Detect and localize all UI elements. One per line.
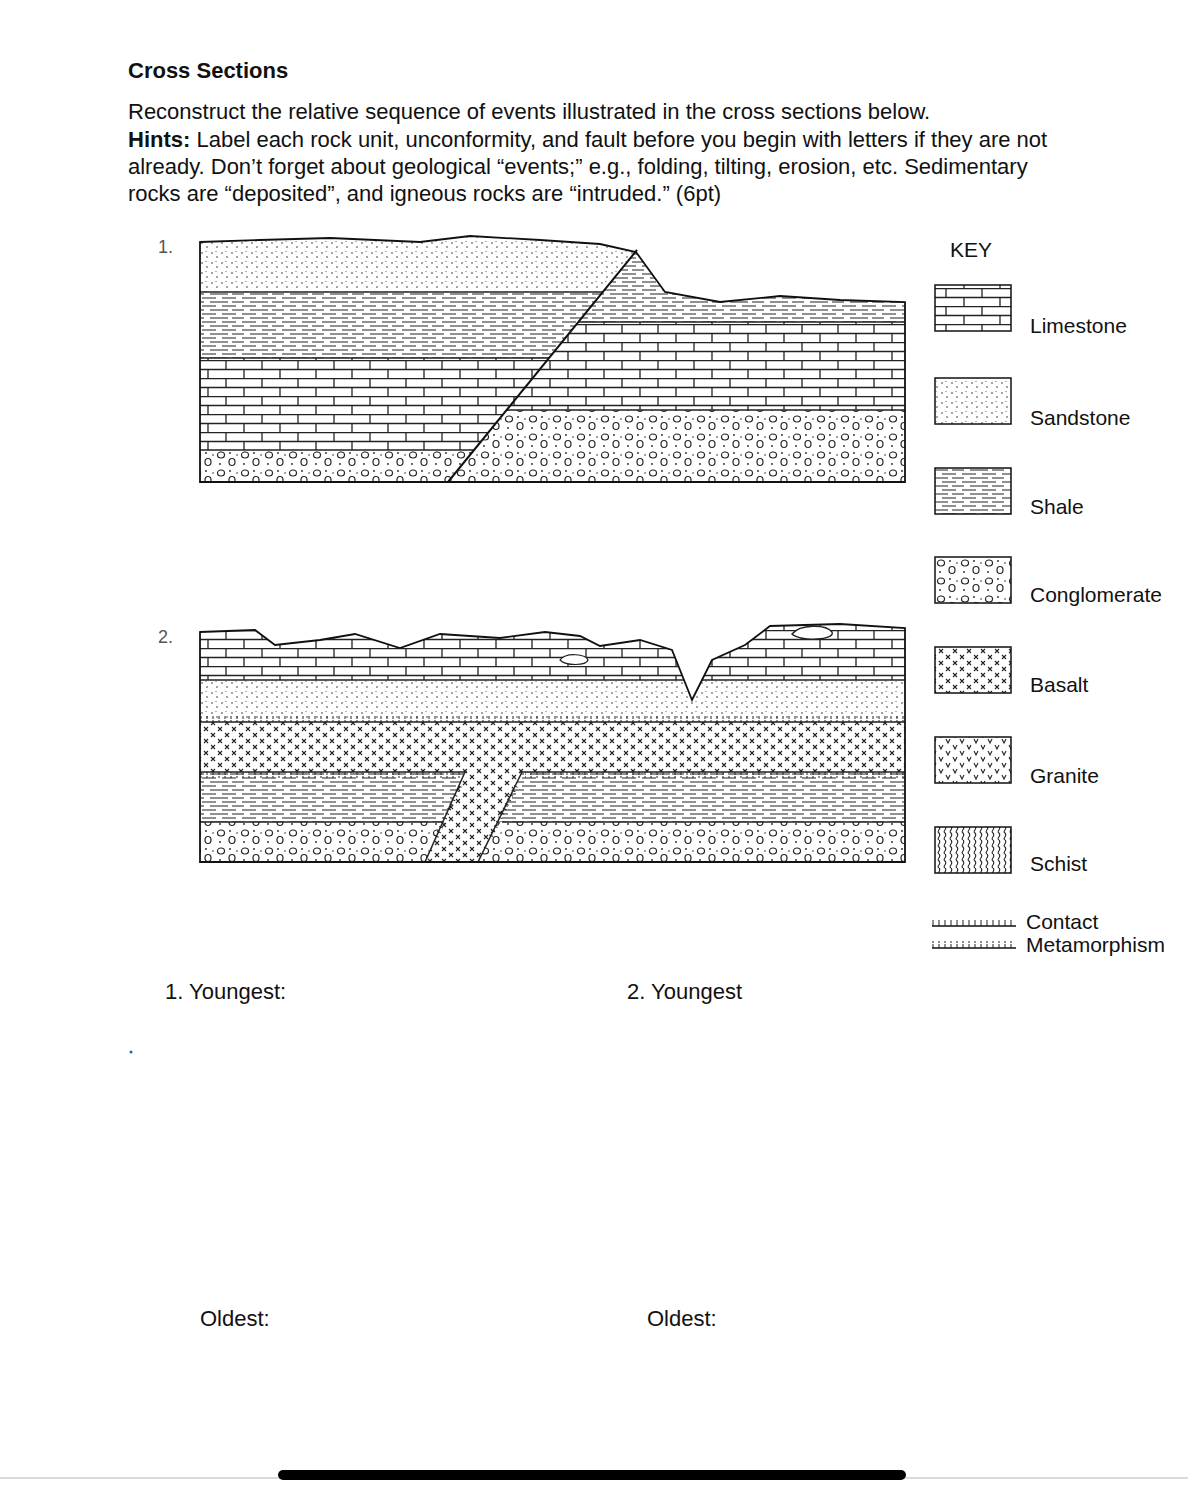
key-heading: KEY [950,236,992,263]
hints-text: Label each rock unit, unconformity, and … [128,127,1047,206]
section-number: 2. [158,624,173,651]
legend-label: Granite [1030,762,1099,789]
hints-heading: Hints: [128,127,190,152]
instructions: Reconstruct the relative sequence of eve… [128,98,930,125]
answer-footer: Oldest: [647,1305,717,1332]
legend-label: Schist [1030,850,1087,877]
legend-label: Basalt [1030,671,1088,698]
legend-label: Limestone [1030,312,1127,339]
worksheet-title: Cross Sections [128,57,288,84]
legend-label: Shale [1030,493,1084,520]
section-number: 1. [158,234,173,261]
legend-label: Contact Metamorphism [1026,910,1146,956]
legend-label: Sandstone [1030,404,1130,431]
legend-label: Conglomerate [1030,581,1162,608]
answer-heading: 1. Youngest: [165,978,286,1005]
hints-paragraph: Hints: Label each rock unit, unconformit… [128,126,1073,207]
answer-heading: 2. Youngest [627,978,742,1005]
answer-footer: Oldest: [200,1305,270,1332]
